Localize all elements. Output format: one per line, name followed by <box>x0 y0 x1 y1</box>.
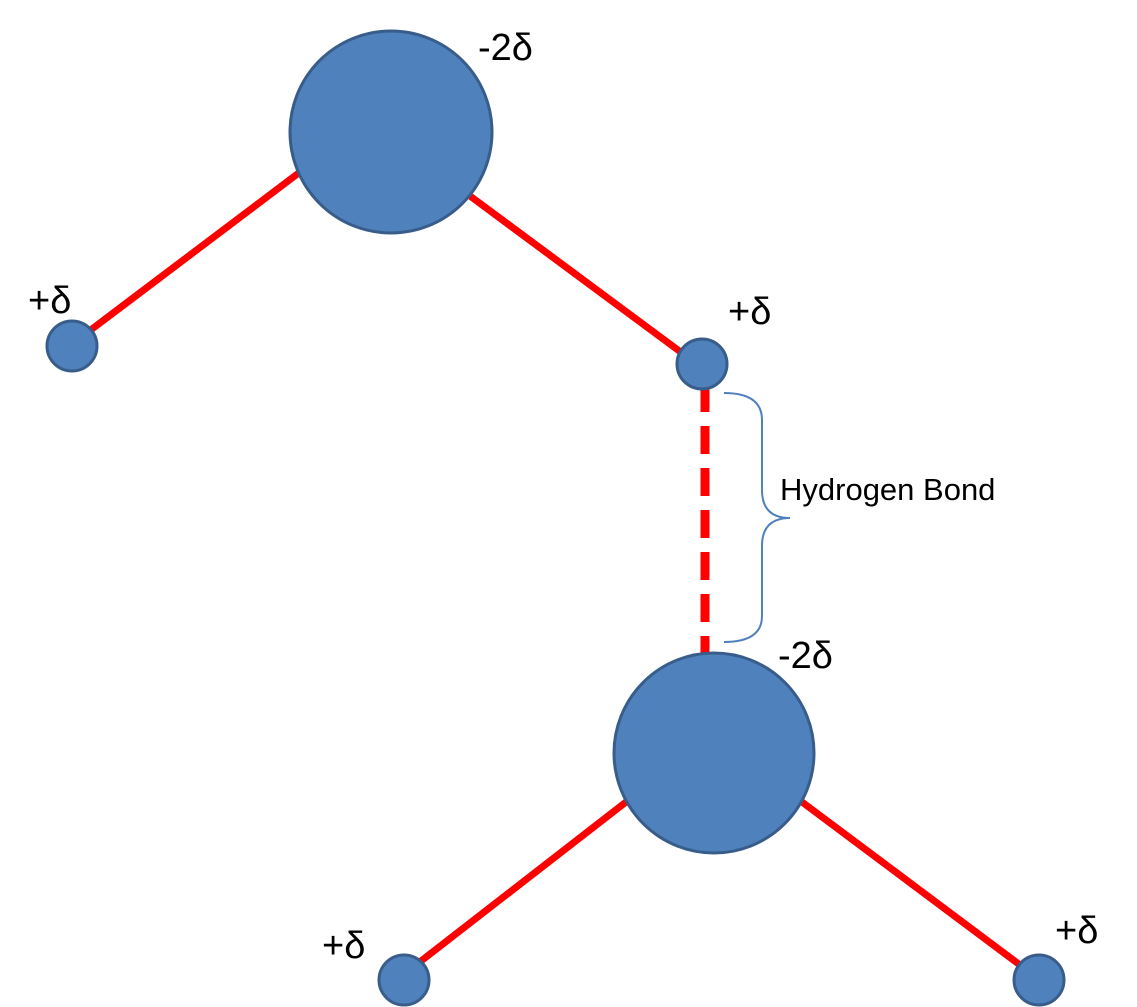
covalent-bond-bottom-right <box>799 799 1027 971</box>
hydrogen-atom-top-right <box>675 337 729 391</box>
hydrogen-bond-label: Hydrogen Bond <box>780 472 995 507</box>
covalent-bond-bottom-left <box>409 799 629 971</box>
oxygen-atom-bottom <box>612 651 816 855</box>
charge-label-hydrogen-top-left: +δ <box>28 280 71 322</box>
charge-label-oxygen-bottom: -2δ <box>778 635 833 677</box>
charge-label-oxygen-top: -2δ <box>478 27 533 69</box>
hydrogen-atom-bottom-right <box>1012 953 1066 1007</box>
hydrogen-atom-top-left <box>45 319 99 373</box>
hydrogen-bond-brace <box>723 392 791 643</box>
covalent-bond-top-left <box>85 169 303 335</box>
charge-label-hydrogen-top-right: +δ <box>728 291 771 333</box>
oxygen-atom-top <box>288 29 494 235</box>
covalent-bond-top-right <box>463 190 685 356</box>
charge-label-hydrogen-bottom-left: +δ <box>322 925 365 967</box>
charge-label-hydrogen-bottom-right: +δ <box>1055 910 1098 952</box>
hydrogen-atom-bottom-left <box>377 953 431 1007</box>
